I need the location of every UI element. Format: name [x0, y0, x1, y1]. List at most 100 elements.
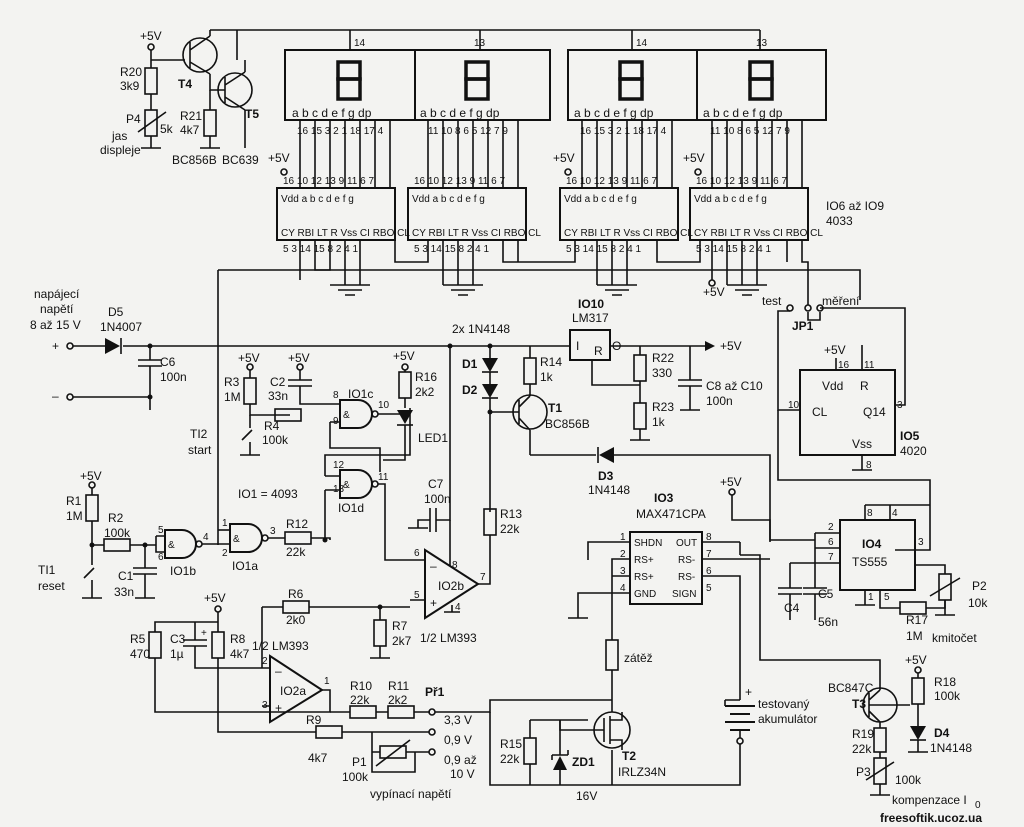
svg-text:2k2: 2k2	[388, 693, 408, 707]
svg-text:displeje: displeje	[100, 143, 141, 157]
svg-text:T5: T5	[245, 107, 259, 121]
svg-text:100k: 100k	[262, 433, 289, 447]
svg-text:470: 470	[130, 647, 150, 661]
svg-text:&: &	[343, 410, 350, 421]
svg-text:T1: T1	[548, 401, 562, 415]
svg-text:IRLZ34N: IRLZ34N	[618, 765, 666, 779]
svg-text:zátěž: zátěž	[624, 651, 653, 665]
gate-io1b: &	[164, 529, 203, 559]
display-group-left: a b c d e f g dp a b c d e f g dp	[284, 49, 551, 121]
svg-text:IO4: IO4	[862, 537, 882, 551]
disp-pins-2: 11 10 8 6 5 12 7 9	[428, 126, 508, 137]
svg-text:+5V: +5V	[80, 469, 102, 483]
svg-text:IO3: IO3	[654, 491, 674, 505]
transistor-t5	[209, 60, 253, 148]
display-group-right: a b c d e f g dp a b c d e f g dp	[567, 49, 827, 121]
svg-text:R10: R10	[350, 679, 372, 693]
svg-text:R2: R2	[108, 511, 124, 525]
svg-text:CL: CL	[812, 405, 828, 419]
svg-text:16 10 12 13 9 11 6 7: 16 10 12 13 9 11 6 7	[696, 176, 787, 187]
svg-text:5 3 14 15 8 2 4 1: 5 3 14 15 8 2 4 1	[414, 244, 490, 255]
svg-text:1N4148: 1N4148	[930, 741, 972, 755]
svg-text:CY RBI LT R Vss CI RBO CL: CY RBI LT R Vss CI RBO CL	[412, 228, 541, 239]
svg-text:100k: 100k	[895, 773, 922, 787]
svg-text:2: 2	[620, 549, 626, 560]
svg-text:10: 10	[378, 400, 390, 411]
svg-text:4: 4	[892, 508, 898, 519]
svg-text:IO1d: IO1d	[338, 501, 364, 515]
svg-text:R8: R8	[230, 632, 246, 646]
svg-text:IO10: IO10	[578, 297, 604, 311]
svg-text:C6: C6	[160, 355, 176, 369]
svg-text:IO2a: IO2a	[280, 684, 306, 698]
svg-text:1: 1	[222, 518, 228, 529]
display-1	[284, 49, 551, 121]
svg-text:330: 330	[652, 366, 672, 380]
timer-io4	[839, 519, 916, 591]
gate-io1c: &	[339, 399, 379, 429]
svg-text:+: +	[201, 628, 207, 639]
svg-text:8: 8	[706, 532, 712, 543]
svg-text:5: 5	[706, 583, 712, 594]
disp-pins-4: 11 10 8 6 5 12 7 9	[710, 126, 790, 137]
regulator-io10	[569, 329, 611, 361]
counter-io6: Vdd a b c d e f g CY RBI LT R Vss CI RBO…	[268, 151, 410, 255]
svg-text:8: 8	[866, 460, 872, 471]
svg-text:33n: 33n	[114, 585, 134, 599]
diode-d1	[482, 358, 498, 373]
p1-potentiometer	[379, 745, 407, 759]
svg-text:100n: 100n	[424, 492, 451, 506]
io6-9-type: 4033	[826, 214, 853, 228]
svg-text:SHDN: SHDN	[634, 538, 662, 549]
svg-text:BC847C: BC847C	[828, 681, 874, 695]
svg-text:8 až 15 V: 8 až 15 V	[30, 318, 81, 332]
svg-text:napětí: napětí	[40, 302, 74, 316]
svg-text:Př1: Př1	[425, 685, 445, 699]
svg-text:16 10 12 13 9 11 6 7: 16 10 12 13 9 11 6 7	[414, 176, 505, 187]
svg-text:P2: P2	[972, 579, 987, 593]
svg-text:2k7: 2k7	[392, 634, 412, 648]
svg-text:11: 11	[378, 472, 389, 483]
counter-io7: Vdd a b c d e f g CY RBI LT R Vss CI RBO…	[407, 176, 541, 255]
svg-text:R20: R20	[120, 65, 142, 79]
svg-text:D4: D4	[934, 726, 950, 740]
svg-text:vypínací napětí: vypínací napětí	[370, 787, 452, 801]
svg-text:JP1: JP1	[792, 319, 814, 333]
svg-text:5: 5	[158, 525, 164, 536]
svg-text:T3: T3	[852, 697, 866, 711]
svg-text:22k: 22k	[852, 742, 872, 756]
svg-text:1M: 1M	[66, 509, 83, 523]
svg-text:8: 8	[867, 508, 873, 519]
svg-text:testovaný: testovaný	[758, 697, 809, 711]
disp-pin-13a: 13	[474, 38, 486, 49]
svg-text:+: +	[52, 339, 59, 353]
svg-text:C3: C3	[170, 632, 186, 646]
svg-text:BC639: BC639	[222, 153, 259, 167]
svg-text:R12: R12	[286, 517, 308, 531]
svg-text:D2: D2	[462, 383, 478, 397]
svg-text:P1: P1	[352, 755, 367, 769]
svg-text:R5: R5	[130, 632, 146, 646]
diode-d2	[482, 384, 498, 399]
svg-text:jas: jas	[111, 129, 127, 143]
svg-text:+5V: +5V	[288, 351, 310, 365]
svg-text:10 V: 10 V	[450, 767, 475, 781]
svg-text:R16: R16	[415, 370, 437, 384]
svg-text:16 10 12 13 9 11 6 7: 16 10 12 13 9 11 6 7	[566, 176, 657, 187]
svg-text:LED1: LED1	[418, 431, 448, 445]
svg-text:6: 6	[158, 552, 164, 563]
seg-letters-1: a b c d e f g dp	[292, 106, 372, 120]
battery	[725, 705, 755, 731]
svg-text:–: –	[275, 664, 282, 678]
svg-text:TS555: TS555	[852, 555, 888, 569]
svg-text:Q14: Q14	[863, 405, 886, 419]
svg-text:2: 2	[828, 522, 834, 533]
svg-text:Vdd a b c d e f g: Vdd a b c d e f g	[694, 194, 767, 205]
svg-text:7: 7	[480, 572, 486, 583]
svg-text:C7: C7	[428, 477, 444, 491]
svg-text:&: &	[233, 534, 240, 545]
svg-text:4020: 4020	[900, 444, 927, 458]
current-sensor-io3	[629, 531, 703, 605]
svg-text:2k0: 2k0	[286, 613, 306, 627]
